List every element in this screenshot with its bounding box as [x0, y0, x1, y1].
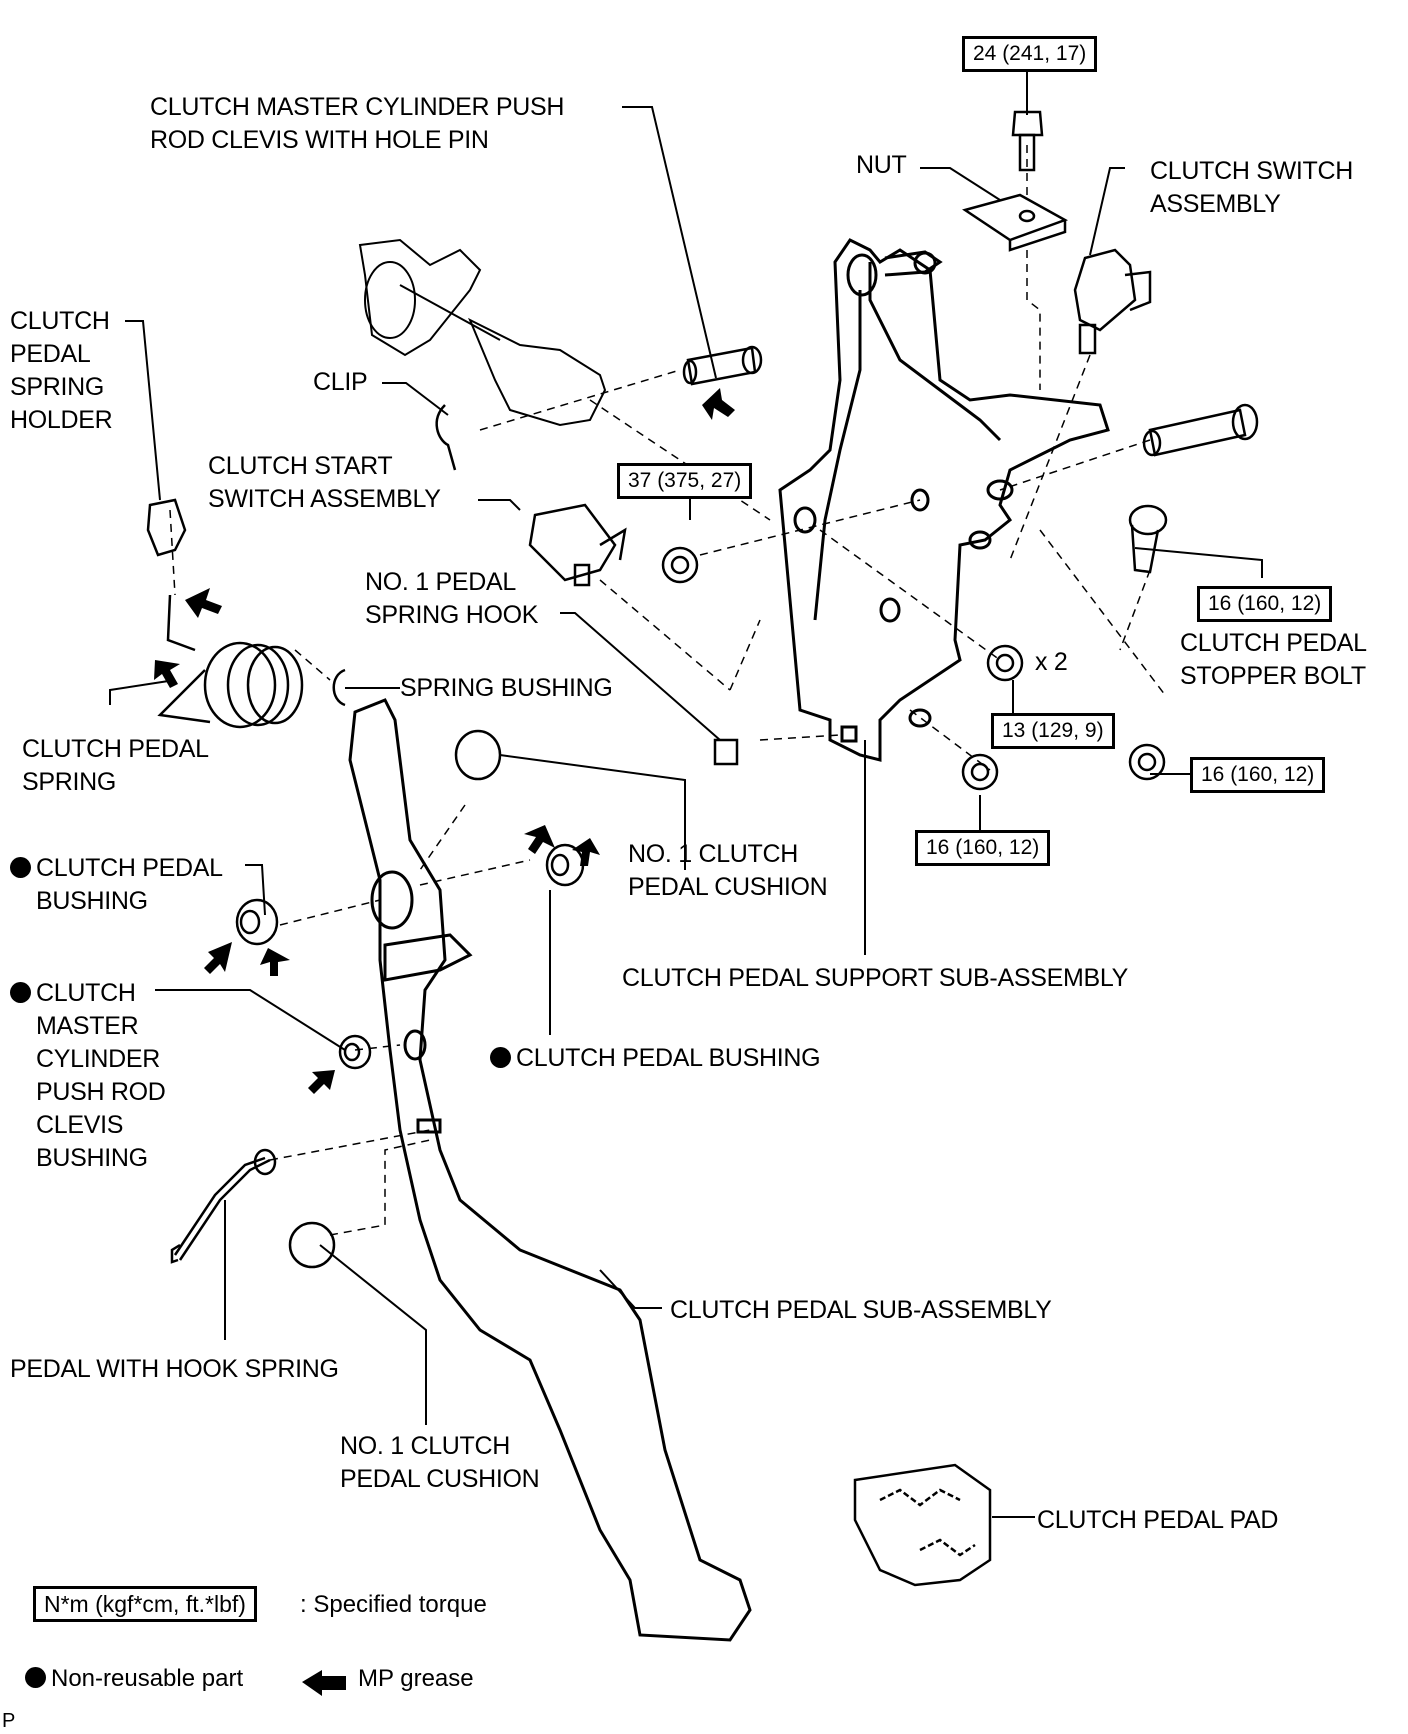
clutch-switch	[1073, 248, 1152, 355]
pedal-pad	[853, 1463, 992, 1587]
torque-stopper-bolt: 16 (160, 12)	[1197, 586, 1333, 622]
label-clevis-bushing: CLUTCH MASTER CYLINDER PUSH ROD CLEVIS B…	[10, 977, 166, 1175]
label-cushion-lower: NO. 1 CLUTCH PEDAL CUSHION	[340, 1432, 540, 1493]
spring-bushing	[332, 668, 346, 707]
hook-spring	[170, 1148, 277, 1264]
label-spring-hook: NO. 1 PEDAL SPRING HOOK	[365, 568, 539, 629]
legend-grease: MP grease	[358, 1665, 474, 1692]
cushion-lower	[288, 1221, 336, 1269]
spring-hook	[713, 738, 739, 766]
label-push-rod-pin: CLUTCH MASTER CYLINDER PUSH ROD CLEVIS W…	[150, 93, 565, 154]
non-reusable-dot-icon	[25, 1667, 46, 1688]
clip-part	[435, 404, 457, 471]
leader-lines	[109, 65, 1263, 1518]
label-text: CLUTCH MASTER CYLINDER PUSH ROD CLEVIS B…	[36, 979, 166, 1172]
clevis-pin	[682, 345, 763, 386]
master-cylinder-push-rod	[358, 238, 607, 427]
flange-bolt-top	[1011, 110, 1044, 172]
stopper-bolt	[1128, 504, 1168, 574]
label-clip: CLIP	[313, 368, 368, 396]
non-reusable-dot-icon	[10, 982, 31, 1003]
label-clutch-switch: CLUTCH SWITCH ASSEMBLY	[1150, 157, 1354, 218]
torque-nut-37: 37 (375, 27)	[617, 463, 753, 499]
side-bolt	[1142, 403, 1259, 457]
label-nut: NUT	[856, 151, 907, 179]
start-switch	[528, 503, 627, 587]
nuts	[661, 546, 1166, 791]
pedal-arm	[348, 698, 752, 1642]
label-spring-holder: CLUTCH PEDAL SPRING HOLDER	[10, 307, 113, 434]
label-spring-bushing: SPRING BUSHING	[400, 674, 613, 702]
non-reusable-dot-icon	[10, 857, 31, 878]
label-pedal-bushing-left: CLUTCH PEDAL BUSHING	[10, 852, 223, 918]
label-pedal-spring: CLUTCH PEDAL SPRING	[22, 735, 209, 796]
mp-grease-arrow-icon	[302, 1670, 346, 1696]
label-cushion-upper: NO. 1 CLUTCH PEDAL CUSHION	[628, 840, 828, 901]
cushion-upper	[454, 729, 502, 781]
legend-torque-desc: : Specified torque	[300, 1591, 487, 1618]
pedal-spring	[157, 594, 304, 729]
nut-clip	[962, 193, 1069, 252]
grease-arrows	[154, 388, 735, 1094]
label-text: CLUTCH PEDAL BUSHING	[36, 854, 223, 915]
torque-top-bolt: 24 (241, 17)	[962, 36, 1098, 72]
label-hook-spring: PEDAL WITH HOOK SPRING	[10, 1355, 339, 1383]
label-start-switch: CLUTCH START SWITCH ASSEMBLY	[208, 452, 441, 513]
non-reusable-dot-icon	[490, 1047, 511, 1068]
bushings	[235, 843, 585, 1070]
label-support-sub: CLUTCH PEDAL SUPPORT SUB-ASSEMBLY	[622, 964, 1128, 992]
legend-non-reusable-text: Non-reusable part	[51, 1665, 244, 1692]
legend-non-reusable: Non-reusable part	[25, 1665, 243, 1693]
label-pedal-bushing-right: CLUTCH PEDAL BUSHING	[490, 1042, 821, 1075]
torque-nut-bottom: 16 (160, 12)	[915, 830, 1051, 866]
torque-nut-x2: 13 (129, 9)	[991, 713, 1115, 749]
spring-holder	[146, 498, 187, 557]
torque-nut-right: 16 (160, 12)	[1190, 757, 1326, 793]
pedal-support-bracket	[778, 238, 1110, 762]
label-pedal-sub: CLUTCH PEDAL SUB-ASSEMBLY	[670, 1296, 1052, 1324]
label-stopper-bolt: CLUTCH PEDAL STOPPER BOLT	[1180, 629, 1367, 690]
label-text: CLUTCH PEDAL BUSHING	[516, 1044, 821, 1072]
corner-mark: P	[2, 1710, 16, 1732]
legend-torque-box: N*m (kgf*cm, ft.*lbf)	[33, 1586, 257, 1622]
alignment-dashes	[169, 145, 1166, 1236]
label-x2: x 2	[1035, 648, 1068, 676]
label-pedal-pad: CLUTCH PEDAL PAD	[1037, 1506, 1279, 1534]
